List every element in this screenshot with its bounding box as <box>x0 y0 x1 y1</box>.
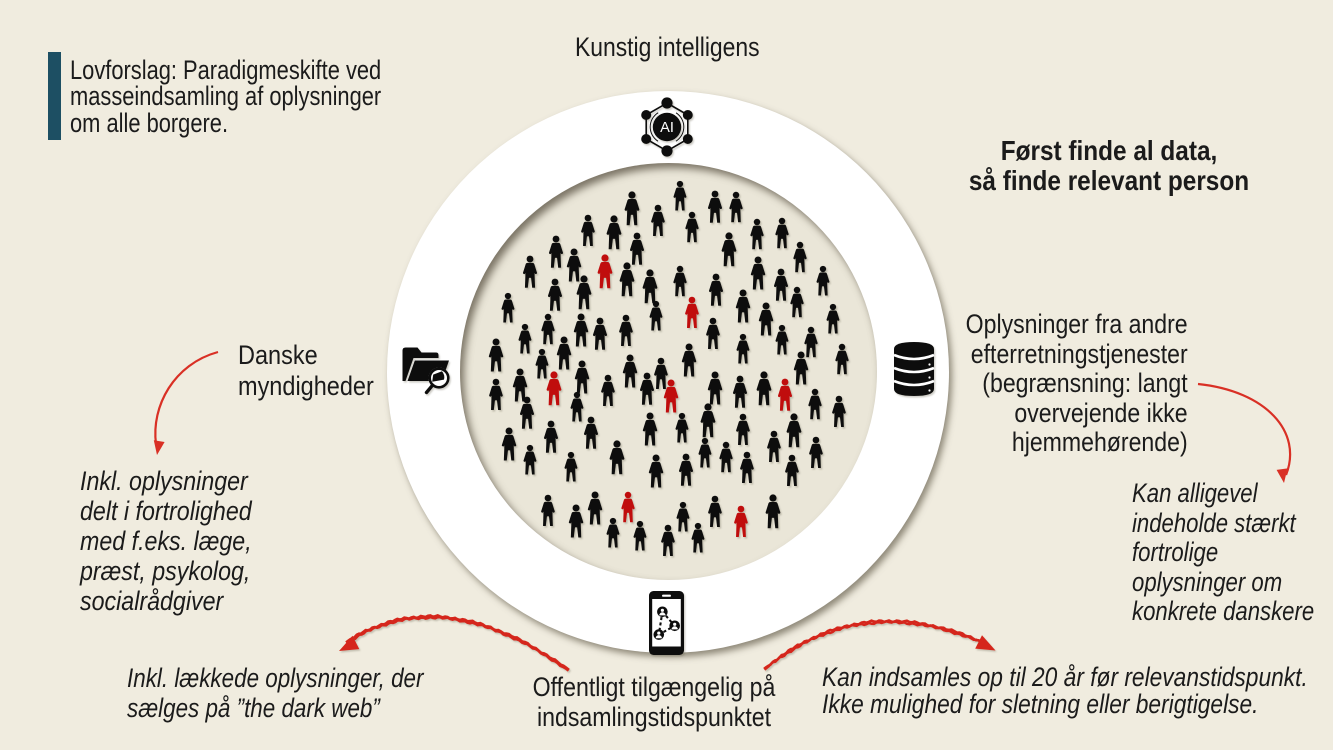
svg-text:AI: AI <box>660 120 674 136</box>
